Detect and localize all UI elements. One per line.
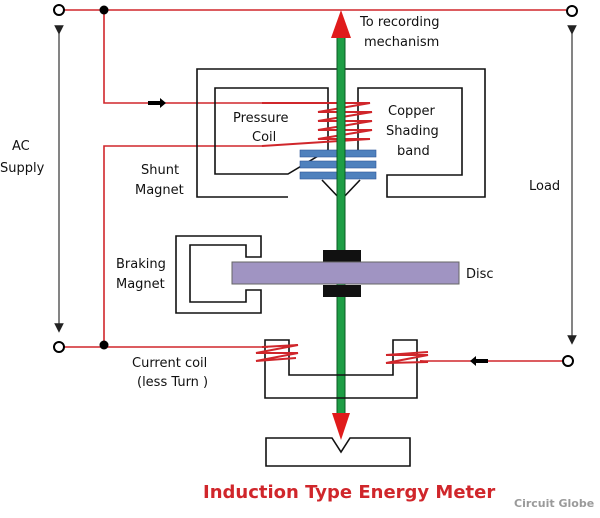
current-coil-label-2: (less Turn )	[137, 375, 208, 390]
current-coil-left	[255, 344, 299, 362]
pressure-coil-feed-wire	[103, 10, 262, 104]
braking-magnet	[175, 235, 262, 314]
current-coil-right	[385, 351, 429, 364]
junction-bottom	[99, 340, 109, 350]
pressure-coil	[261, 102, 373, 147]
current-coil-label-1: Current coil	[132, 356, 207, 371]
supply-wires	[64, 9, 566, 362]
disc-label: Disc	[466, 267, 494, 282]
shading-band-label-3: band	[397, 144, 430, 159]
disc-hub-bottom	[323, 285, 361, 297]
braking-magnet-label-1: Braking	[116, 257, 166, 272]
terminal-bottom-left	[53, 341, 65, 353]
watermark: Circuit Globe	[514, 497, 594, 510]
pressure-coil-label-2: Coil	[252, 130, 276, 145]
terminal-bottom-right	[562, 355, 574, 367]
terminals	[53, 4, 578, 367]
spindle-arrow-down	[332, 413, 350, 440]
series-magnet	[264, 339, 418, 399]
shading-band-label-2: Shading	[386, 124, 439, 139]
shunt-magnet-label-2: Magnet	[135, 183, 184, 198]
ac-supply-label-1: AC	[12, 139, 30, 154]
load-label: Load	[529, 179, 560, 194]
recording-label-1: To recording	[359, 15, 439, 30]
junction-top	[99, 5, 109, 15]
current-coils	[255, 344, 429, 364]
shunt-magnet-label-1: Shunt	[141, 163, 179, 178]
terminal-top-left	[53, 4, 65, 16]
pressure-coil-label-1: Pressure	[233, 111, 289, 126]
voltage-arrows	[54, 25, 577, 345]
diagram-title: Induction Type Energy Meter	[203, 482, 495, 503]
shunt-magnet	[196, 68, 486, 198]
current-direction-arrow-load	[470, 356, 488, 366]
current-direction-arrow-in	[148, 98, 166, 108]
spindle-arrow-up	[331, 10, 351, 38]
shading-band-label-1: Copper	[388, 104, 436, 119]
spindle	[336, 29, 346, 421]
ac-supply-label-2: Supply	[0, 161, 45, 176]
terminal-top-right	[566, 5, 578, 17]
disc	[231, 261, 460, 285]
recording-mechanism	[265, 437, 411, 467]
braking-magnet-label-2: Magnet	[116, 277, 165, 292]
pressure-coil-return-wire	[103, 145, 262, 345]
recording-label-2: mechanism	[364, 35, 439, 50]
disc-hub-top	[323, 250, 361, 262]
